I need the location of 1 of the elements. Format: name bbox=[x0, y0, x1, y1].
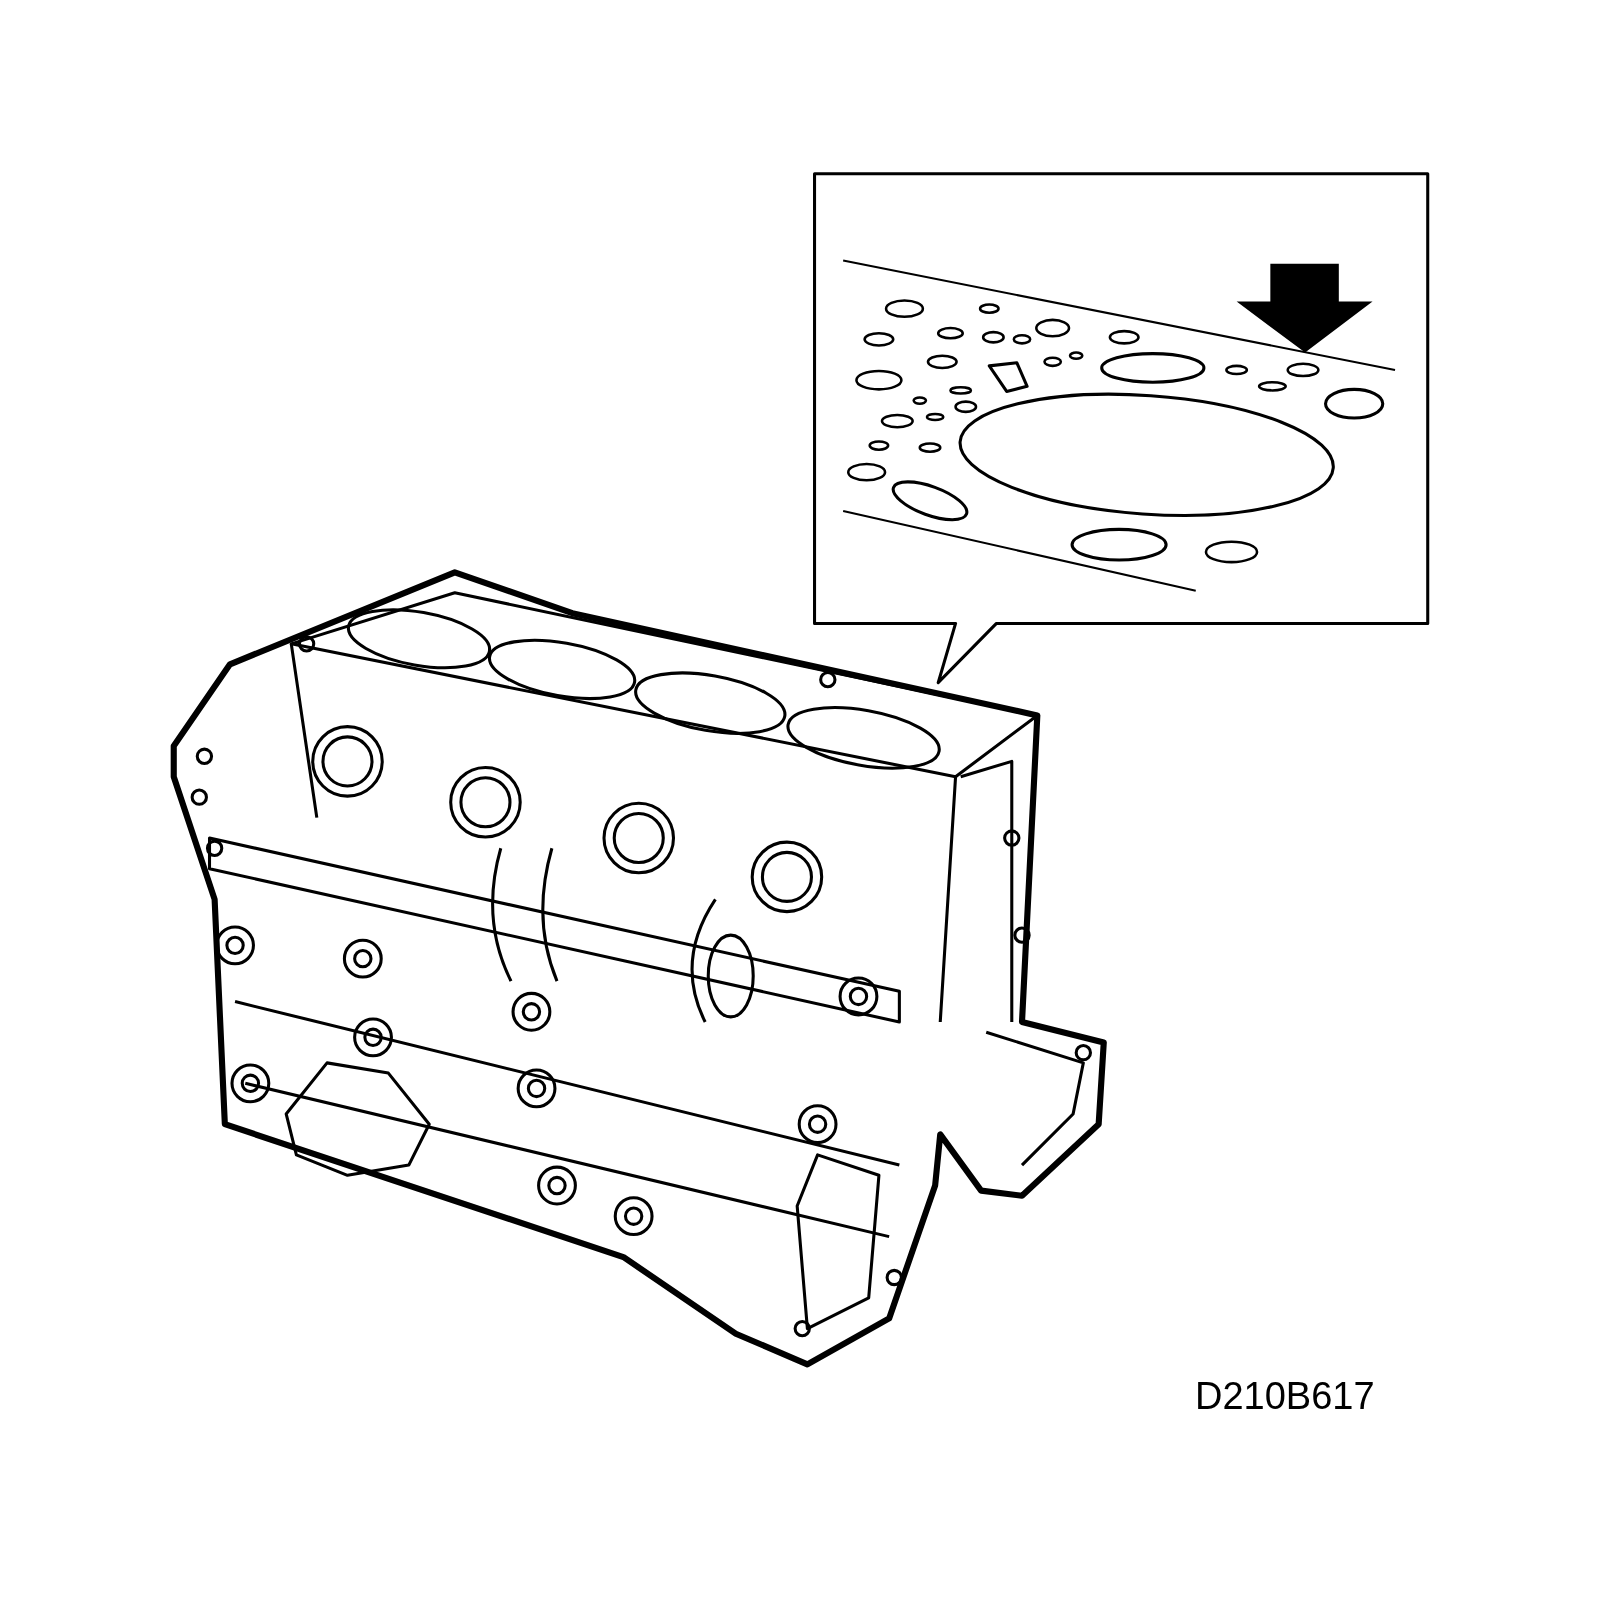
figure-code: D210B617 bbox=[1195, 1377, 1375, 1415]
